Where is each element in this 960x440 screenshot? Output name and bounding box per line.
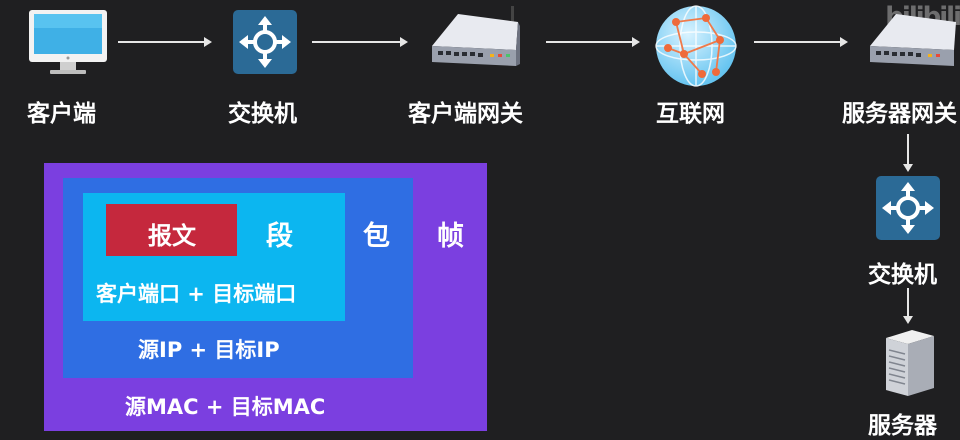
globe-icon	[654, 4, 738, 88]
packet-label: 包	[363, 221, 390, 252]
arrow-switch-clientgw	[312, 37, 408, 47]
data-label: 报文	[148, 222, 196, 250]
internet-label: 互联网	[656, 101, 725, 127]
segment-label: 段	[266, 221, 293, 252]
arrow-switch2-server	[903, 288, 913, 324]
frame-label: 帧	[437, 221, 464, 252]
data-layer	[106, 204, 237, 256]
server-icon	[878, 326, 940, 398]
switch2-label: 交换机	[868, 262, 937, 288]
arrow-client-switch	[118, 37, 212, 47]
server-label: 服务器	[868, 413, 937, 439]
switch1-label: 交换机	[228, 101, 297, 127]
ip-text: 源IP + 目标IP	[138, 338, 280, 362]
server-gateway-label: 服务器网关	[842, 101, 957, 127]
router-icon	[858, 4, 960, 84]
ports-text: 客户端口 + 目标端口	[96, 282, 297, 306]
client-gateway-label: 客户端网关	[408, 101, 523, 127]
arrow-servergw-switch2	[903, 134, 913, 172]
arrow-internet-servergw	[754, 37, 848, 47]
monitor-icon	[26, 8, 110, 78]
switch-icon	[876, 176, 940, 240]
mac-text: 源MAC + 目标MAC	[125, 395, 326, 419]
switch-icon	[233, 10, 297, 74]
arrow-clientgw-internet	[546, 37, 640, 47]
router-icon	[420, 4, 524, 84]
client-label: 客户端	[27, 101, 96, 127]
